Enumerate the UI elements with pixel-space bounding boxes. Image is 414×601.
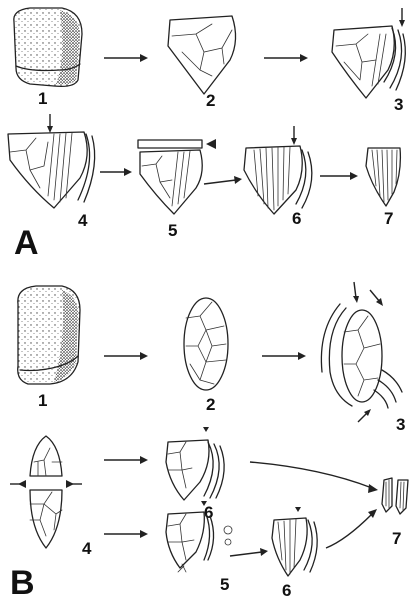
panel-a-step-2-label: 2: [206, 91, 215, 110]
panel-a-step-1-label: 1: [38, 89, 47, 108]
panel-a-arrow-5: [320, 172, 358, 180]
panel-b-oval-preform: [184, 298, 228, 390]
panel-b-step-6-upper-label: 6: [204, 503, 213, 522]
panel-a-arrow-3: [100, 168, 132, 176]
panel-b-lower-blade-core: [272, 507, 317, 576]
panel-a: 1 2 3: [8, 8, 405, 262]
panel-a-reduced-core: [244, 126, 312, 214]
panel-a-step-6-label: 6: [292, 209, 301, 228]
panel-a-platform-core: [138, 139, 216, 214]
panel-a-letter: A: [14, 224, 39, 262]
panel-b-split-preform: [10, 436, 82, 548]
panel-b-arrow-2: [262, 352, 306, 360]
panel-a-arrow-4: [204, 176, 242, 184]
panel-a-blade-core: [8, 114, 95, 208]
panel-b-lower-core: [166, 501, 232, 572]
panel-b-arrow-4: [104, 530, 148, 538]
panel-b-edge-removal-preform: [321, 282, 402, 422]
panel-b: 1 2: [10, 282, 408, 601]
panel-a-first-removal-core: [332, 8, 405, 98]
panel-b-step-4-label: 4: [82, 539, 92, 558]
panel-b-step-1-label: 1: [38, 391, 47, 410]
panel-b-step-5-label: 5: [220, 575, 229, 594]
panel-b-arrow-6: [230, 548, 268, 556]
panel-b-step-2-label: 2: [206, 395, 215, 414]
panel-a-nodule: [14, 8, 82, 86]
panel-b-upper-blade-core: [166, 427, 224, 500]
panel-b-letter: B: [10, 564, 35, 601]
panel-a-exhausted-core: [366, 148, 400, 206]
panel-b-arrow-1: [104, 352, 148, 360]
panel-b-step-6-lower-label: 6: [282, 581, 291, 600]
panel-a-step-3-label: 3: [394, 95, 403, 114]
panel-b-arrow-7: [326, 509, 377, 548]
panel-b-arrow-3: [104, 456, 148, 464]
panel-b-step-7-label: 7: [392, 529, 401, 548]
panel-a-step-4-label: 4: [78, 211, 88, 230]
panel-b-step-3-label: 3: [396, 415, 405, 434]
panel-a-shaped-core: [168, 16, 236, 94]
panel-a-step-5-label: 5: [168, 221, 177, 240]
panel-b-nodule: [18, 286, 80, 384]
panel-b-arrow-5: [250, 462, 378, 493]
panel-b-exhausted-cores: [382, 478, 408, 514]
panel-a-step-7-label: 7: [384, 209, 393, 228]
panel-a-arrow-2: [264, 54, 308, 62]
panel-a-arrow-1: [104, 54, 148, 62]
